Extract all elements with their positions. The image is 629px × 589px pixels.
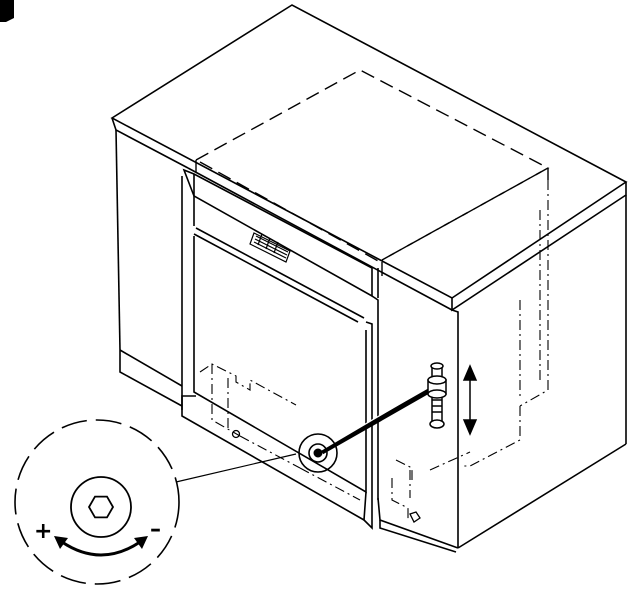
- detail-view: + –: [14, 419, 180, 585]
- height-adjust-arrow-icon: [462, 364, 478, 436]
- adjustment-socket-icon: [298, 433, 338, 473]
- adjustable-foot-icon: [427, 362, 447, 429]
- hidden-dishwasher-sides: [199, 180, 549, 522]
- detail-circle: [14, 419, 180, 585]
- dishwasher-front: [181, 168, 379, 530]
- rotation-arrowhead-right: [134, 536, 148, 549]
- minus-label: –: [150, 517, 161, 542]
- plus-label: +: [34, 519, 52, 544]
- hex-key-icon: [87, 495, 115, 519]
- rotation-arrowhead-left: [54, 536, 68, 549]
- hex-socket-outer-icon: [70, 476, 132, 538]
- screw-icon: [409, 511, 421, 523]
- adjustment-rod: [317, 385, 436, 455]
- detail-leader-line: [175, 453, 297, 483]
- rotation-arrow-icon: [61, 540, 141, 557]
- right-cabinet: [377, 195, 627, 553]
- left-cabinet: [110, 4, 628, 410]
- hidden-dishwasher-outline: [195, 69, 550, 276]
- screw-icon: [231, 429, 241, 439]
- corner-mark: [0, 0, 14, 22]
- display-grille-icon: [249, 232, 291, 263]
